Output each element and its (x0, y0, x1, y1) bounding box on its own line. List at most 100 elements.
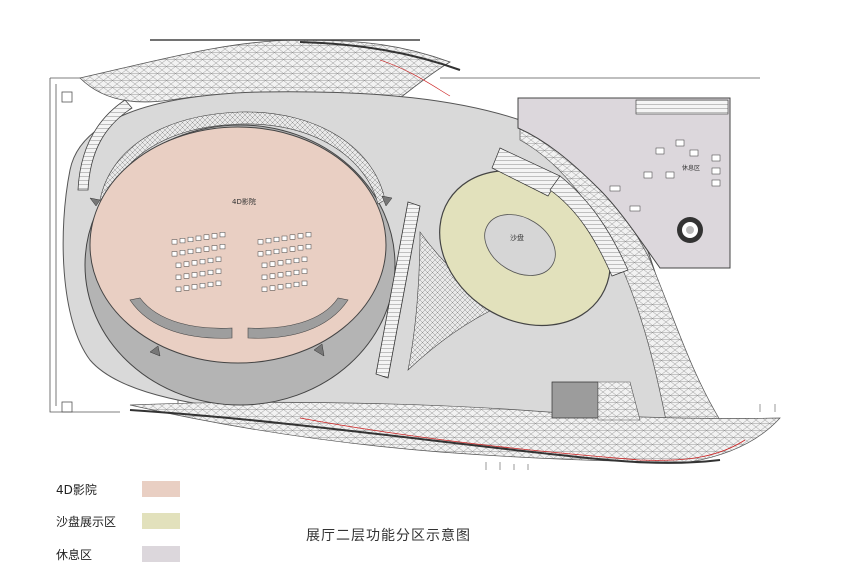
cinema-seat (281, 247, 288, 253)
cinema-seat (277, 272, 284, 278)
right-curved-stair (549, 175, 629, 277)
cinema-seat (199, 271, 206, 277)
cinema-seat (187, 236, 194, 242)
left-curved-stair (77, 99, 133, 191)
column-markers (89, 195, 393, 357)
cinema-seat (305, 232, 312, 238)
cinema-seat (219, 244, 226, 250)
cinema-seat (211, 233, 218, 239)
rest-area-stair (635, 99, 729, 115)
building-frame (49, 77, 760, 413)
cinema-seat (297, 245, 304, 251)
red-boundary-line-top (379, 59, 451, 97)
cinema-seat (187, 248, 194, 254)
cinema-seat (301, 256, 308, 262)
cinema-seat (195, 235, 202, 241)
cinema-seat (211, 245, 218, 251)
legend-swatch-sand-table (142, 513, 180, 529)
cinema-seat (261, 262, 268, 268)
cinema-seat (195, 247, 202, 253)
cinema-label: 4D影院 (232, 197, 256, 206)
cinema-seat (203, 234, 210, 240)
cinema-seats (171, 232, 312, 292)
rest-area-label: 休息区 (682, 164, 700, 172)
cinema-seat (273, 248, 280, 254)
cinema-seat (183, 285, 190, 291)
lower-mesh-triangle (597, 381, 641, 421)
cinema-seat (207, 257, 214, 263)
cinema-seat (277, 284, 284, 290)
cinema-seat (265, 250, 272, 256)
cinema-seat (199, 259, 206, 265)
cinema-seat (293, 269, 300, 275)
cinema-wall-mesh (99, 111, 386, 205)
legend-label-rest-area: 休息区 (56, 547, 93, 562)
cinema-seating-rim-right (247, 297, 349, 339)
legend-item-cinema: 4D影院 (56, 480, 180, 498)
cinema-seat (257, 251, 264, 257)
ramp-gallery (375, 201, 421, 379)
cinema-seat (269, 273, 276, 279)
legend-swatch-rest-area (142, 546, 180, 562)
cinema-seat (281, 235, 288, 241)
cinema-seat (219, 232, 226, 238)
roof-bottom-edge (129, 409, 721, 464)
cinema-seat (289, 234, 296, 240)
cinema-seat (191, 284, 198, 290)
cinema-seat (293, 281, 300, 287)
cinema-seat (171, 251, 178, 257)
cinema-seat (285, 259, 292, 265)
grid-ticks (485, 404, 776, 470)
cinema-seat (207, 269, 214, 275)
cinema-seat (277, 260, 284, 266)
cinema-seating-rim (129, 297, 233, 339)
cinema-seat (175, 262, 182, 268)
legend-label-cinema: 4D影院 (56, 482, 97, 497)
sand-table-stair (491, 147, 561, 197)
cinema-seat (175, 274, 182, 280)
cinema-seat (257, 239, 264, 245)
roof-top-curve (299, 41, 461, 71)
sand-table-inner (484, 214, 556, 276)
cinema-seat (261, 274, 268, 280)
rest-area-spiral-stair (677, 217, 703, 243)
cinema-seat (301, 268, 308, 274)
cinema-seat (215, 256, 222, 262)
legend-swatch-cinema (142, 481, 180, 497)
cinema-seat (301, 280, 308, 286)
cinema-seat (269, 285, 276, 291)
red-boundary-line (299, 417, 746, 461)
legend-item-rest-area: 休息区 (56, 545, 180, 563)
cinema-seat (215, 268, 222, 274)
cinema-seat (191, 260, 198, 266)
diagram-caption: 展厅二层功能分区示意图 (306, 528, 471, 544)
cinema-seat (203, 246, 210, 252)
cinema-seat (285, 283, 292, 289)
rest-area-furniture (609, 139, 721, 212)
cinema-zone (89, 126, 387, 364)
cinema-seat (269, 261, 276, 267)
cinema-seat (261, 286, 268, 292)
cinema-seat (207, 281, 214, 287)
lower-service-block (551, 381, 599, 419)
legend-item-sand-table: 沙盘展示区 (56, 512, 180, 530)
cinema-seat (293, 257, 300, 263)
cinema-seat (183, 261, 190, 267)
cinema-seat (179, 250, 186, 256)
cinema-seat (215, 280, 222, 286)
cinema-seat (305, 244, 312, 250)
cinema-seat (265, 238, 272, 244)
cinema-seat (191, 272, 198, 278)
cinema-seat (175, 286, 182, 292)
cinema-seat (285, 271, 292, 277)
cinema-seat (179, 238, 186, 244)
cinema-seat (273, 236, 280, 242)
cinema-seat (171, 239, 178, 245)
cinema-seat (183, 273, 190, 279)
cinema-seat (297, 233, 304, 239)
sand-table-label: 沙盘 (510, 233, 524, 242)
legend-label-sand-table: 沙盘展示区 (56, 514, 117, 529)
cinema-seat (199, 283, 206, 289)
cinema-seat (289, 246, 296, 252)
